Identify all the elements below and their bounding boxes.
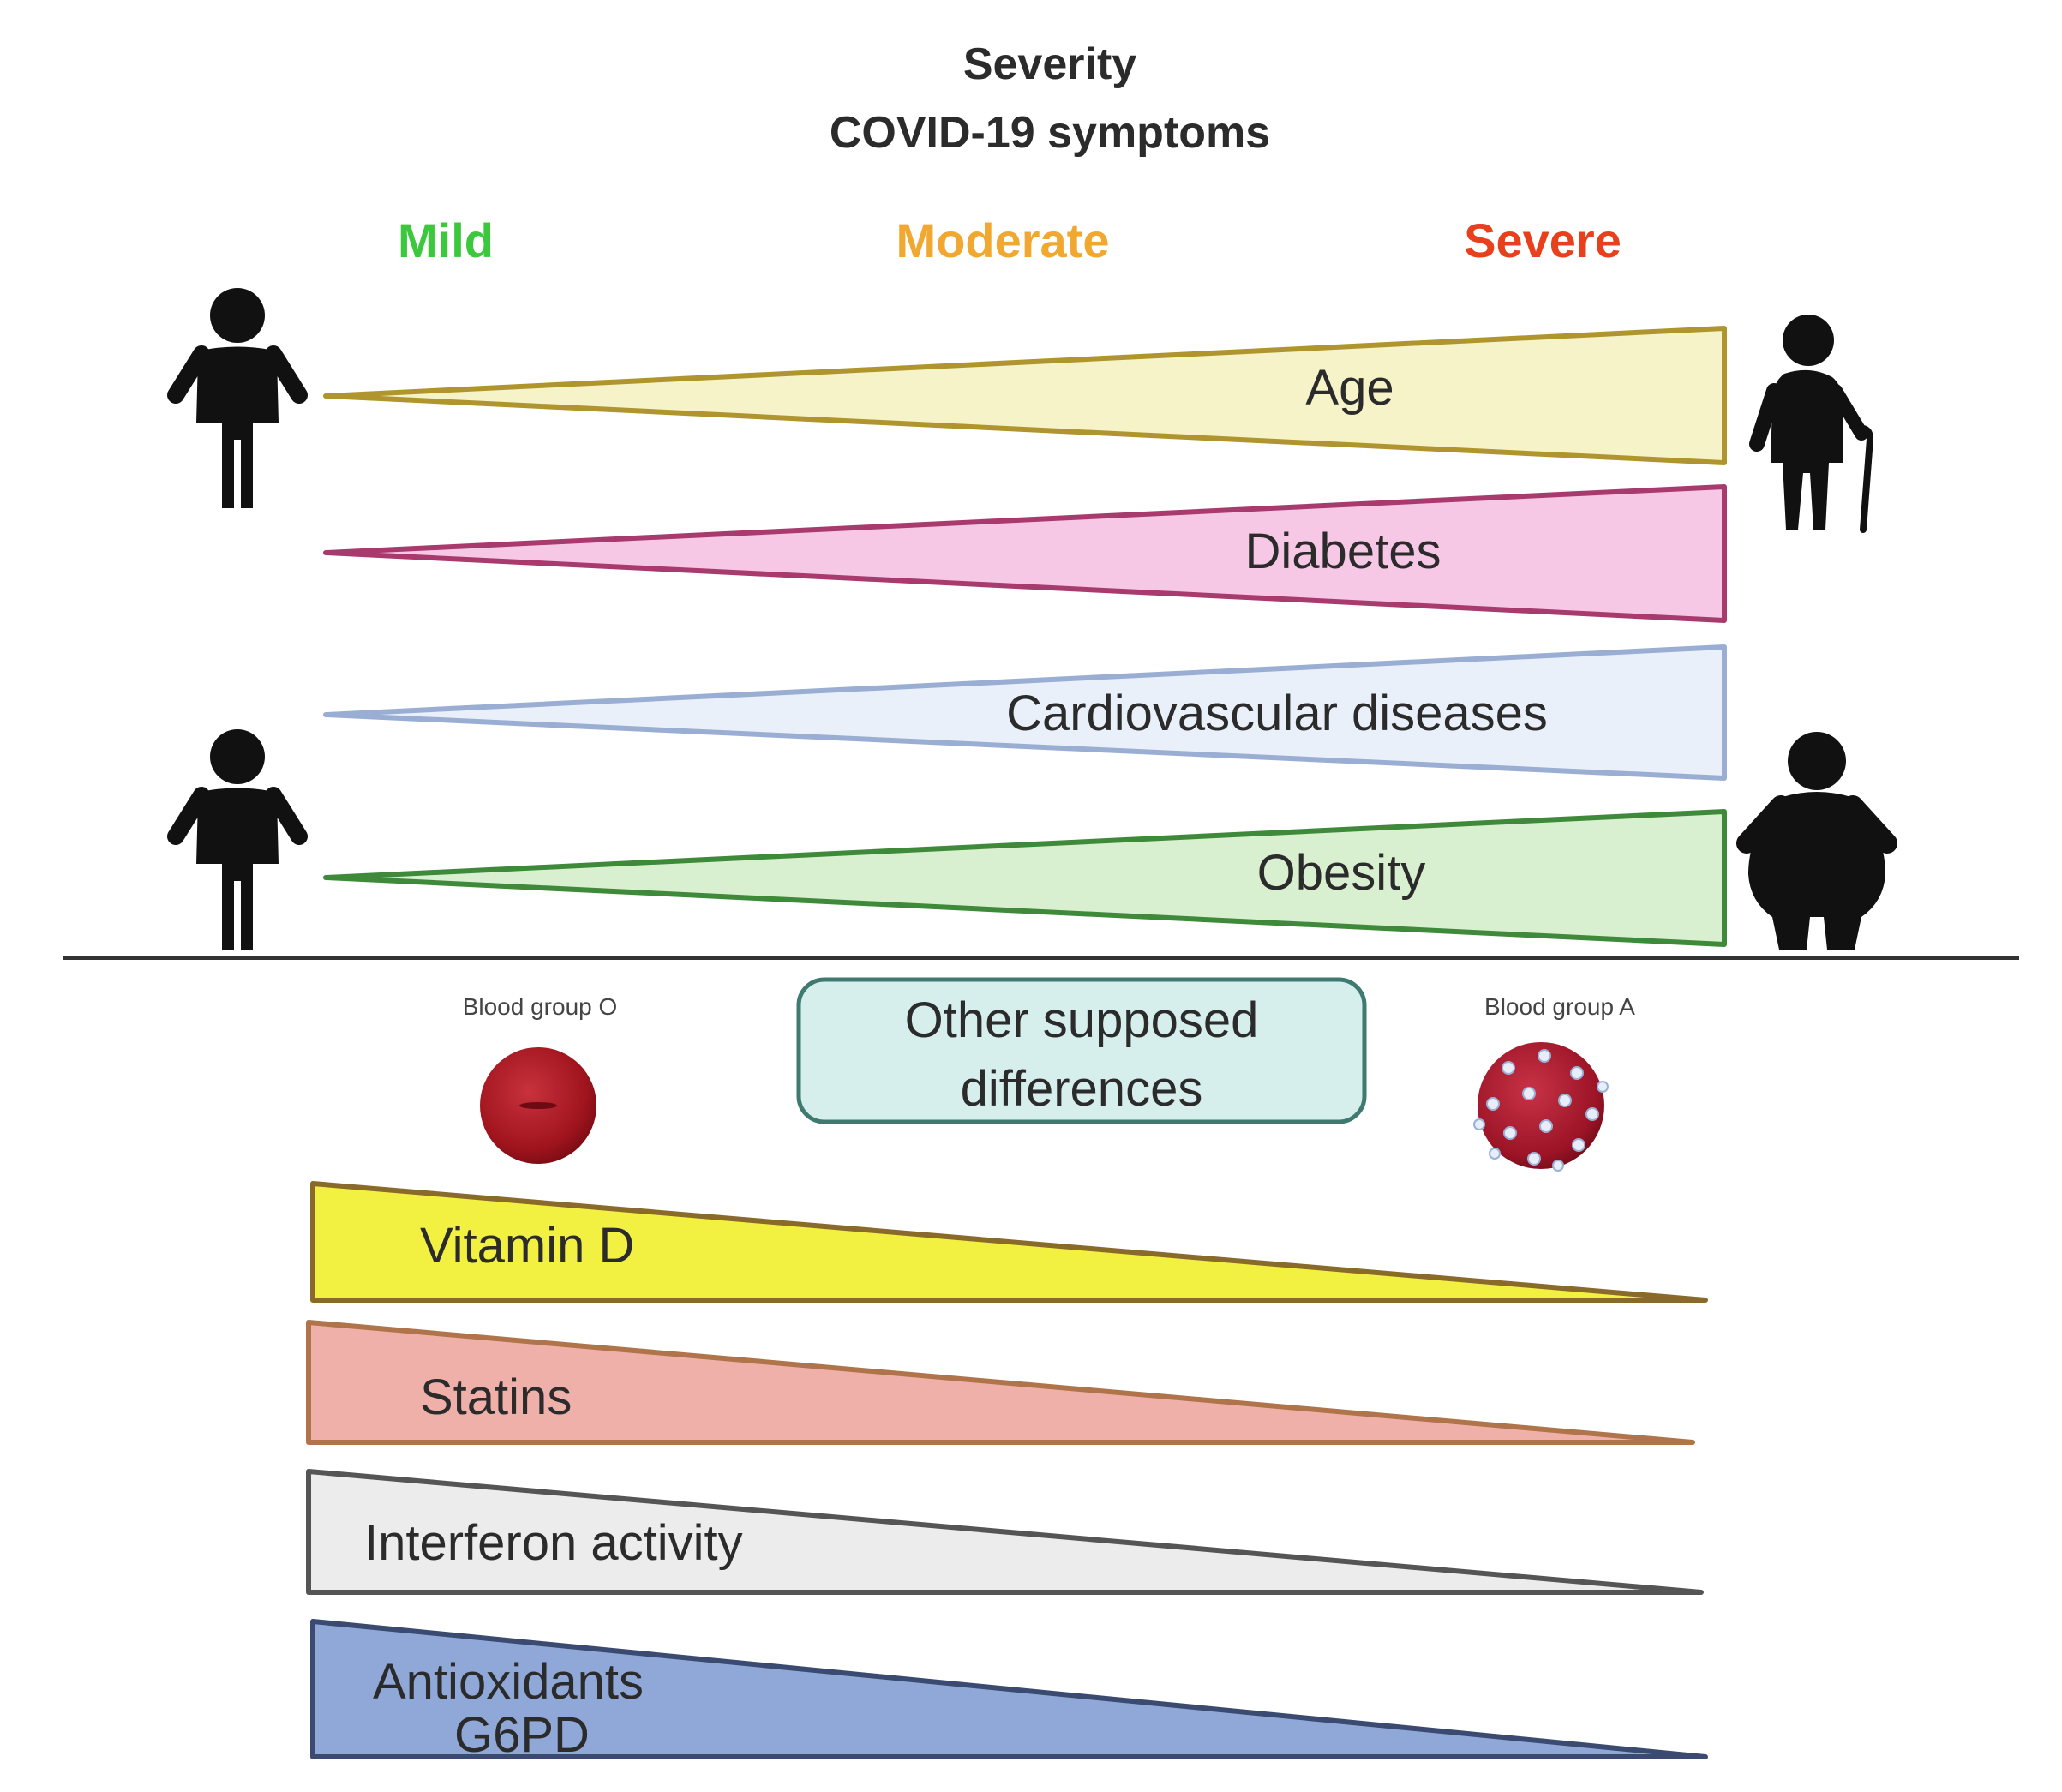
- wedge-obesity-shape: [323, 809, 1727, 947]
- level-severe: Severe: [1464, 213, 1621, 267]
- wedge-diabetes-shape: [323, 484, 1727, 623]
- wedge-vitamin-d: Vitamin D: [310, 1181, 1708, 1303]
- wedge-antioxidants-label-1: Antioxidants: [373, 1654, 644, 1710]
- wedge-age-label: Age: [1305, 360, 1394, 416]
- wedge-age-shape: [323, 326, 1727, 465]
- level-moderate: Moderate: [896, 213, 1110, 267]
- blood-group-o-label: Blood group O: [463, 993, 618, 1020]
- red-blood-cell-icon: [480, 1047, 596, 1164]
- title-line-2: COVID-19 symptoms: [830, 108, 1270, 158]
- other-differences-line-1: Other supposed: [905, 992, 1259, 1048]
- wedge-vitamin-d-shape: [310, 1181, 1708, 1303]
- wedge-cardiovascular-shape: [323, 644, 1727, 781]
- title-line-1: Severity: [963, 39, 1136, 89]
- decreasing-factors: Vitamin D Statins Interferon activity An…: [306, 1181, 1708, 1763]
- wedge-diabetes: Diabetes: [323, 484, 1727, 623]
- blood-cell-antigens-icon: [1473, 1042, 1609, 1172]
- wedge-cardiovascular-label: Cardiovascular diseases: [1006, 686, 1548, 741]
- other-differences-box: Other supposed differences: [796, 977, 1367, 1124]
- other-differences-line-2: differences: [961, 1061, 1203, 1117]
- increasing-factors: Age Diabetes Cardiovascular diseases Obe…: [323, 326, 1727, 947]
- child-icon: [176, 288, 299, 508]
- wedge-obesity-label: Obesity: [1257, 845, 1426, 901]
- wedge-cardiovascular: Cardiovascular diseases: [323, 644, 1727, 781]
- wedge-statins-label: Statins: [420, 1369, 572, 1425]
- wedge-antioxidants-shape: [310, 1619, 1708, 1759]
- obese-person-icon: [1736, 732, 1897, 950]
- elderly-person-with-cane-icon: [1749, 315, 1874, 533]
- wedge-statins: Statins: [306, 1320, 1695, 1445]
- other-differences-box-shape: [796, 977, 1367, 1124]
- wedge-statins-shape: [306, 1320, 1695, 1445]
- wedge-interferon: Interferon activity: [306, 1469, 1704, 1595]
- wedge-antioxidants: Antioxidants G6PD: [310, 1619, 1708, 1763]
- wedge-vitamin-d-label: Vitamin D: [420, 1218, 634, 1274]
- wedge-interferon-label: Interferon activity: [364, 1515, 743, 1571]
- wedge-interferon-shape: [306, 1469, 1704, 1595]
- wedge-age: Age: [323, 326, 1727, 465]
- wedge-antioxidants-label-2: G6PD: [454, 1707, 590, 1763]
- wedge-diabetes-label: Diabetes: [1245, 524, 1442, 579]
- child-icon-bottom: [176, 729, 299, 950]
- blood-group-a-label: Blood group A: [1484, 993, 1635, 1020]
- level-mild: Mild: [398, 213, 494, 267]
- wedge-obesity: Obesity: [323, 809, 1727, 947]
